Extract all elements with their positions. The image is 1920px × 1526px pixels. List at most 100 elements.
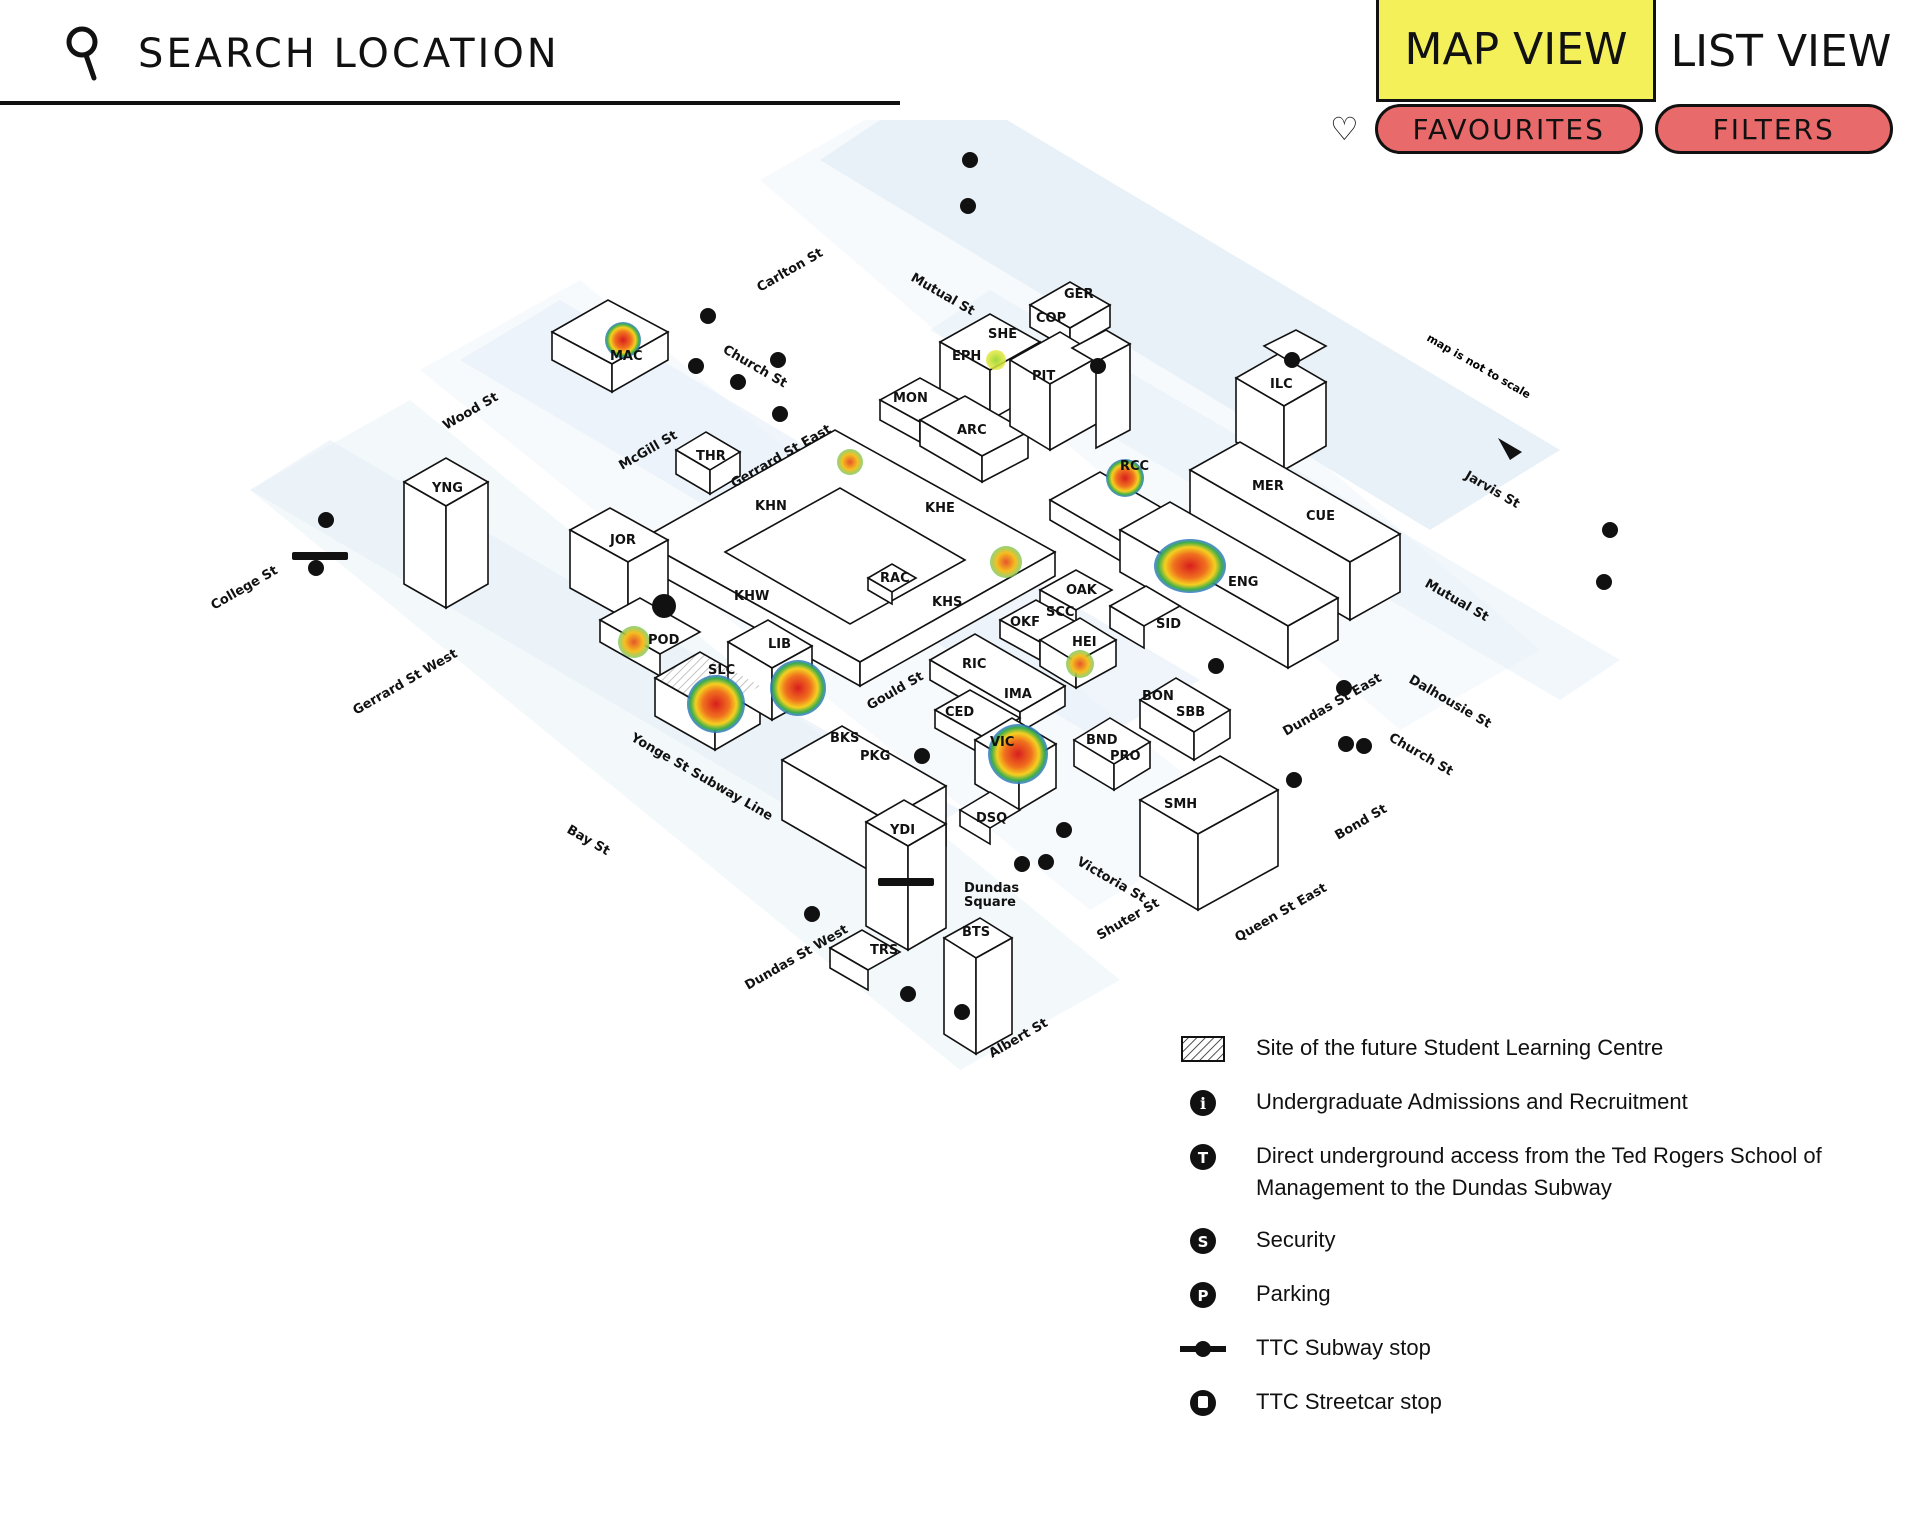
svg-text:KHN: KHN [755, 499, 787, 514]
svg-text:CED: CED [945, 705, 974, 720]
svg-text:YDI: YDI [889, 823, 915, 838]
svg-text:KHE: KHE [925, 501, 955, 516]
legend-item: T Direct underground access from the Ted… [1178, 1140, 1878, 1204]
svg-text:ENG: ENG [1228, 575, 1258, 590]
info-marker [652, 594, 676, 618]
legend-text: Direct underground access from the Ted R… [1256, 1143, 1822, 1200]
legend-item: TTC Streetcar stop [1178, 1386, 1878, 1420]
heatmap-spots[interactable] [605, 322, 1226, 784]
action-pills: ♡ FAVOURITES FILTERS [1330, 104, 1893, 154]
legend-text: Security [1256, 1227, 1336, 1252]
legend-item: P Parking [1178, 1278, 1878, 1312]
heat-spot-khe [990, 546, 1022, 578]
svg-text:CUE: CUE [1306, 509, 1335, 524]
list-view-tab[interactable]: LIST VIEW [1670, 25, 1892, 77]
favourites-button[interactable]: FAVOURITES [1374, 104, 1643, 154]
svg-text:BND: BND [1086, 733, 1118, 748]
heat-spot-she [986, 350, 1006, 370]
heat-spot-vic [988, 724, 1048, 784]
heat-spot-gerrard [837, 449, 863, 475]
campus-map[interactable]: MAC SHE GER COP EPH PIT MON ARC ILC THR … [0, 80, 1920, 1120]
svg-text:SBB: SBB [1176, 705, 1205, 720]
svg-text:SCC: SCC [1046, 605, 1074, 620]
heart-icon[interactable]: ♡ [1330, 111, 1359, 147]
legend-item: i Undergraduate Admissions and Recruitme… [1178, 1086, 1878, 1120]
building-labels: MAC SHE GER COP EPH PIT MON ARC ILC THR … [431, 287, 1335, 958]
svg-text:Bond St: Bond St [1333, 802, 1390, 844]
map-legend: Site of the future Student Learning Cent… [1178, 1032, 1878, 1440]
filters-button[interactable]: FILTERS [1654, 104, 1893, 154]
svg-text:MER: MER [1252, 479, 1284, 494]
svg-text:VIC: VIC [990, 735, 1014, 750]
legend-item: Site of the future Student Learning Cent… [1178, 1032, 1878, 1066]
svg-text:Dundas: Dundas [964, 881, 1019, 896]
svg-text:Square: Square [964, 895, 1016, 910]
heat-spot-mac [605, 322, 641, 358]
legend-text: TTC Streetcar stop [1256, 1389, 1442, 1414]
svg-text:PKG: PKG [860, 749, 890, 764]
heat-spot-pod [618, 626, 650, 658]
svg-text:i: i [1200, 1094, 1206, 1113]
svg-text:DSQ: DSQ [976, 811, 1007, 826]
svg-text:SHE: SHE [988, 327, 1017, 342]
legend-item: TTC Subway stop [1178, 1332, 1878, 1366]
svg-text:LIB: LIB [768, 637, 791, 652]
legend-text: Parking [1256, 1281, 1331, 1306]
svg-text:Carlton St: Carlton St [755, 246, 826, 296]
heat-spot-lib [770, 660, 826, 716]
svg-text:Church St: Church St [1386, 730, 1455, 779]
svg-text:ARC: ARC [957, 423, 987, 438]
hatched-box-icon [1178, 1032, 1228, 1066]
streetcar-icon [1178, 1386, 1228, 1420]
svg-text:MON: MON [893, 391, 928, 406]
svg-text:SID: SID [1156, 617, 1181, 632]
svg-text:RIC: RIC [962, 657, 986, 672]
svg-text:OKF: OKF [1010, 615, 1040, 630]
legend-text: TTC Subway stop [1256, 1335, 1431, 1360]
legend-item: S Security [1178, 1224, 1878, 1258]
svg-text:PIT: PIT [1032, 369, 1055, 384]
svg-text:POD: POD [648, 633, 680, 648]
subway-marker-college [292, 552, 348, 560]
heat-spot-rcc [1106, 459, 1144, 497]
svg-text:S: S [1198, 1233, 1209, 1251]
map-view-tab[interactable]: MAP VIEW [1376, 0, 1656, 102]
svg-text:Gerrard St West: Gerrard St West [351, 646, 461, 718]
svg-text:JOR: JOR [609, 533, 636, 548]
svg-text:PRO: PRO [1110, 749, 1141, 764]
svg-text:THR: THR [696, 449, 726, 464]
svg-text:HEI: HEI [1072, 635, 1097, 650]
search-underline [0, 101, 900, 105]
svg-text:P: P [1198, 1287, 1209, 1305]
heat-spot-eng [1154, 539, 1226, 593]
map-canvas[interactable]: MAC SHE GER COP EPH PIT MON ARC ILC THR … [0, 80, 1920, 1120]
svg-text:GER: GER [1064, 287, 1094, 302]
svg-text:ILC: ILC [1270, 377, 1293, 392]
underground-icon: T [1178, 1140, 1228, 1174]
svg-text:KHS: KHS [932, 595, 962, 610]
svg-text:Shuter St: Shuter St [1095, 896, 1163, 944]
svg-text:Bay St: Bay St [564, 822, 612, 858]
subway-marker-dundas [878, 878, 934, 886]
map-markers[interactable] [292, 152, 1618, 1020]
legend-text: Undergraduate Admissions and Recruitment [1256, 1089, 1688, 1114]
svg-text:BKS: BKS [830, 731, 859, 746]
svg-text:Dundas St East: Dundas St East [1281, 671, 1385, 740]
svg-text:SMH: SMH [1164, 797, 1197, 812]
subway-icon [1178, 1332, 1228, 1366]
view-toggle: MAP VIEW LIST VIEW [1376, 0, 1906, 102]
legend-text: Site of the future Student Learning Cent… [1256, 1035, 1664, 1060]
svg-text:College St: College St [209, 563, 281, 613]
heat-spot-hei [1066, 650, 1094, 678]
heat-spot-slc [687, 675, 745, 733]
svg-text:OAK: OAK [1066, 583, 1098, 598]
svg-text:RCC: RCC [1120, 459, 1149, 474]
svg-text:SLC: SLC [708, 663, 735, 678]
security-icon: S [1178, 1224, 1228, 1258]
svg-text:T: T [1198, 1149, 1209, 1167]
svg-text:KHW: KHW [734, 589, 769, 604]
search-bar[interactable]: SEARCH LOCATION [62, 24, 560, 84]
search-input[interactable]: SEARCH LOCATION [138, 31, 560, 77]
info-icon: i [1178, 1086, 1228, 1120]
search-icon[interactable] [62, 24, 108, 84]
